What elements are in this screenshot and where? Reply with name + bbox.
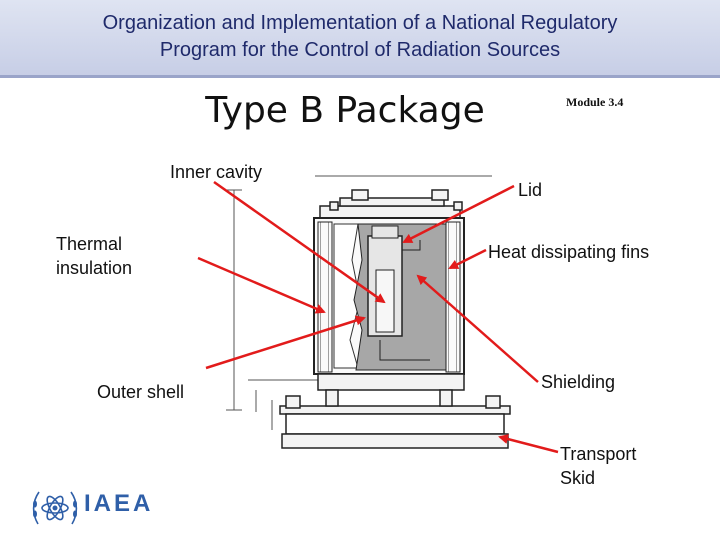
arrow-heat-fins: [448, 248, 487, 270]
iaea-logo-text: IAEA: [84, 490, 154, 517]
pointer-arrows: [197, 180, 559, 454]
label-shielding: Shielding: [541, 372, 616, 392]
slide-title: Type B Package: [205, 90, 485, 131]
header-title-line-2: Program for the Control of Radiation Sou…: [159, 39, 561, 61]
header-title-line-1: Organization and Implementation of a Nat…: [102, 12, 618, 34]
label-thermal-line-1: Thermal: [56, 234, 123, 254]
label-inner-cavity: Inner cavity: [170, 162, 263, 182]
label-skid-line-1: Transport: [560, 444, 637, 464]
module-number: Module 3.4: [566, 95, 624, 109]
dimension-lines: [226, 175, 492, 430]
arrow-shielding: [416, 274, 539, 383]
label-thermal-insulation: Thermal insulation: [56, 232, 176, 280]
header-bar: Organization and Implementation of a Nat…: [0, 0, 720, 78]
transport-skid: [279, 373, 511, 449]
arrow-outer-shell: [205, 315, 366, 370]
label-outer-shell: Outer shell: [97, 382, 185, 402]
label-skid-line-2: Skid: [560, 468, 596, 488]
label-lid: Lid: [518, 180, 543, 200]
label-transport-skid: Transport Skid: [560, 442, 670, 490]
arrow-inner-cavity: [213, 180, 386, 304]
arrow-transport-skid: [498, 434, 559, 454]
iaea-atom-laurel-icon: [32, 491, 78, 525]
header-title: Organization and Implementation of a Nat…: [10, 10, 710, 64]
arrow-lid: [402, 184, 515, 244]
package-lid: [319, 189, 463, 219]
label-thermal-line-2: insulation: [56, 258, 133, 278]
label-heat-dissipating-fins: Heat dissipating fins: [488, 242, 650, 262]
arrow-thermal-insulation: [197, 256, 326, 314]
